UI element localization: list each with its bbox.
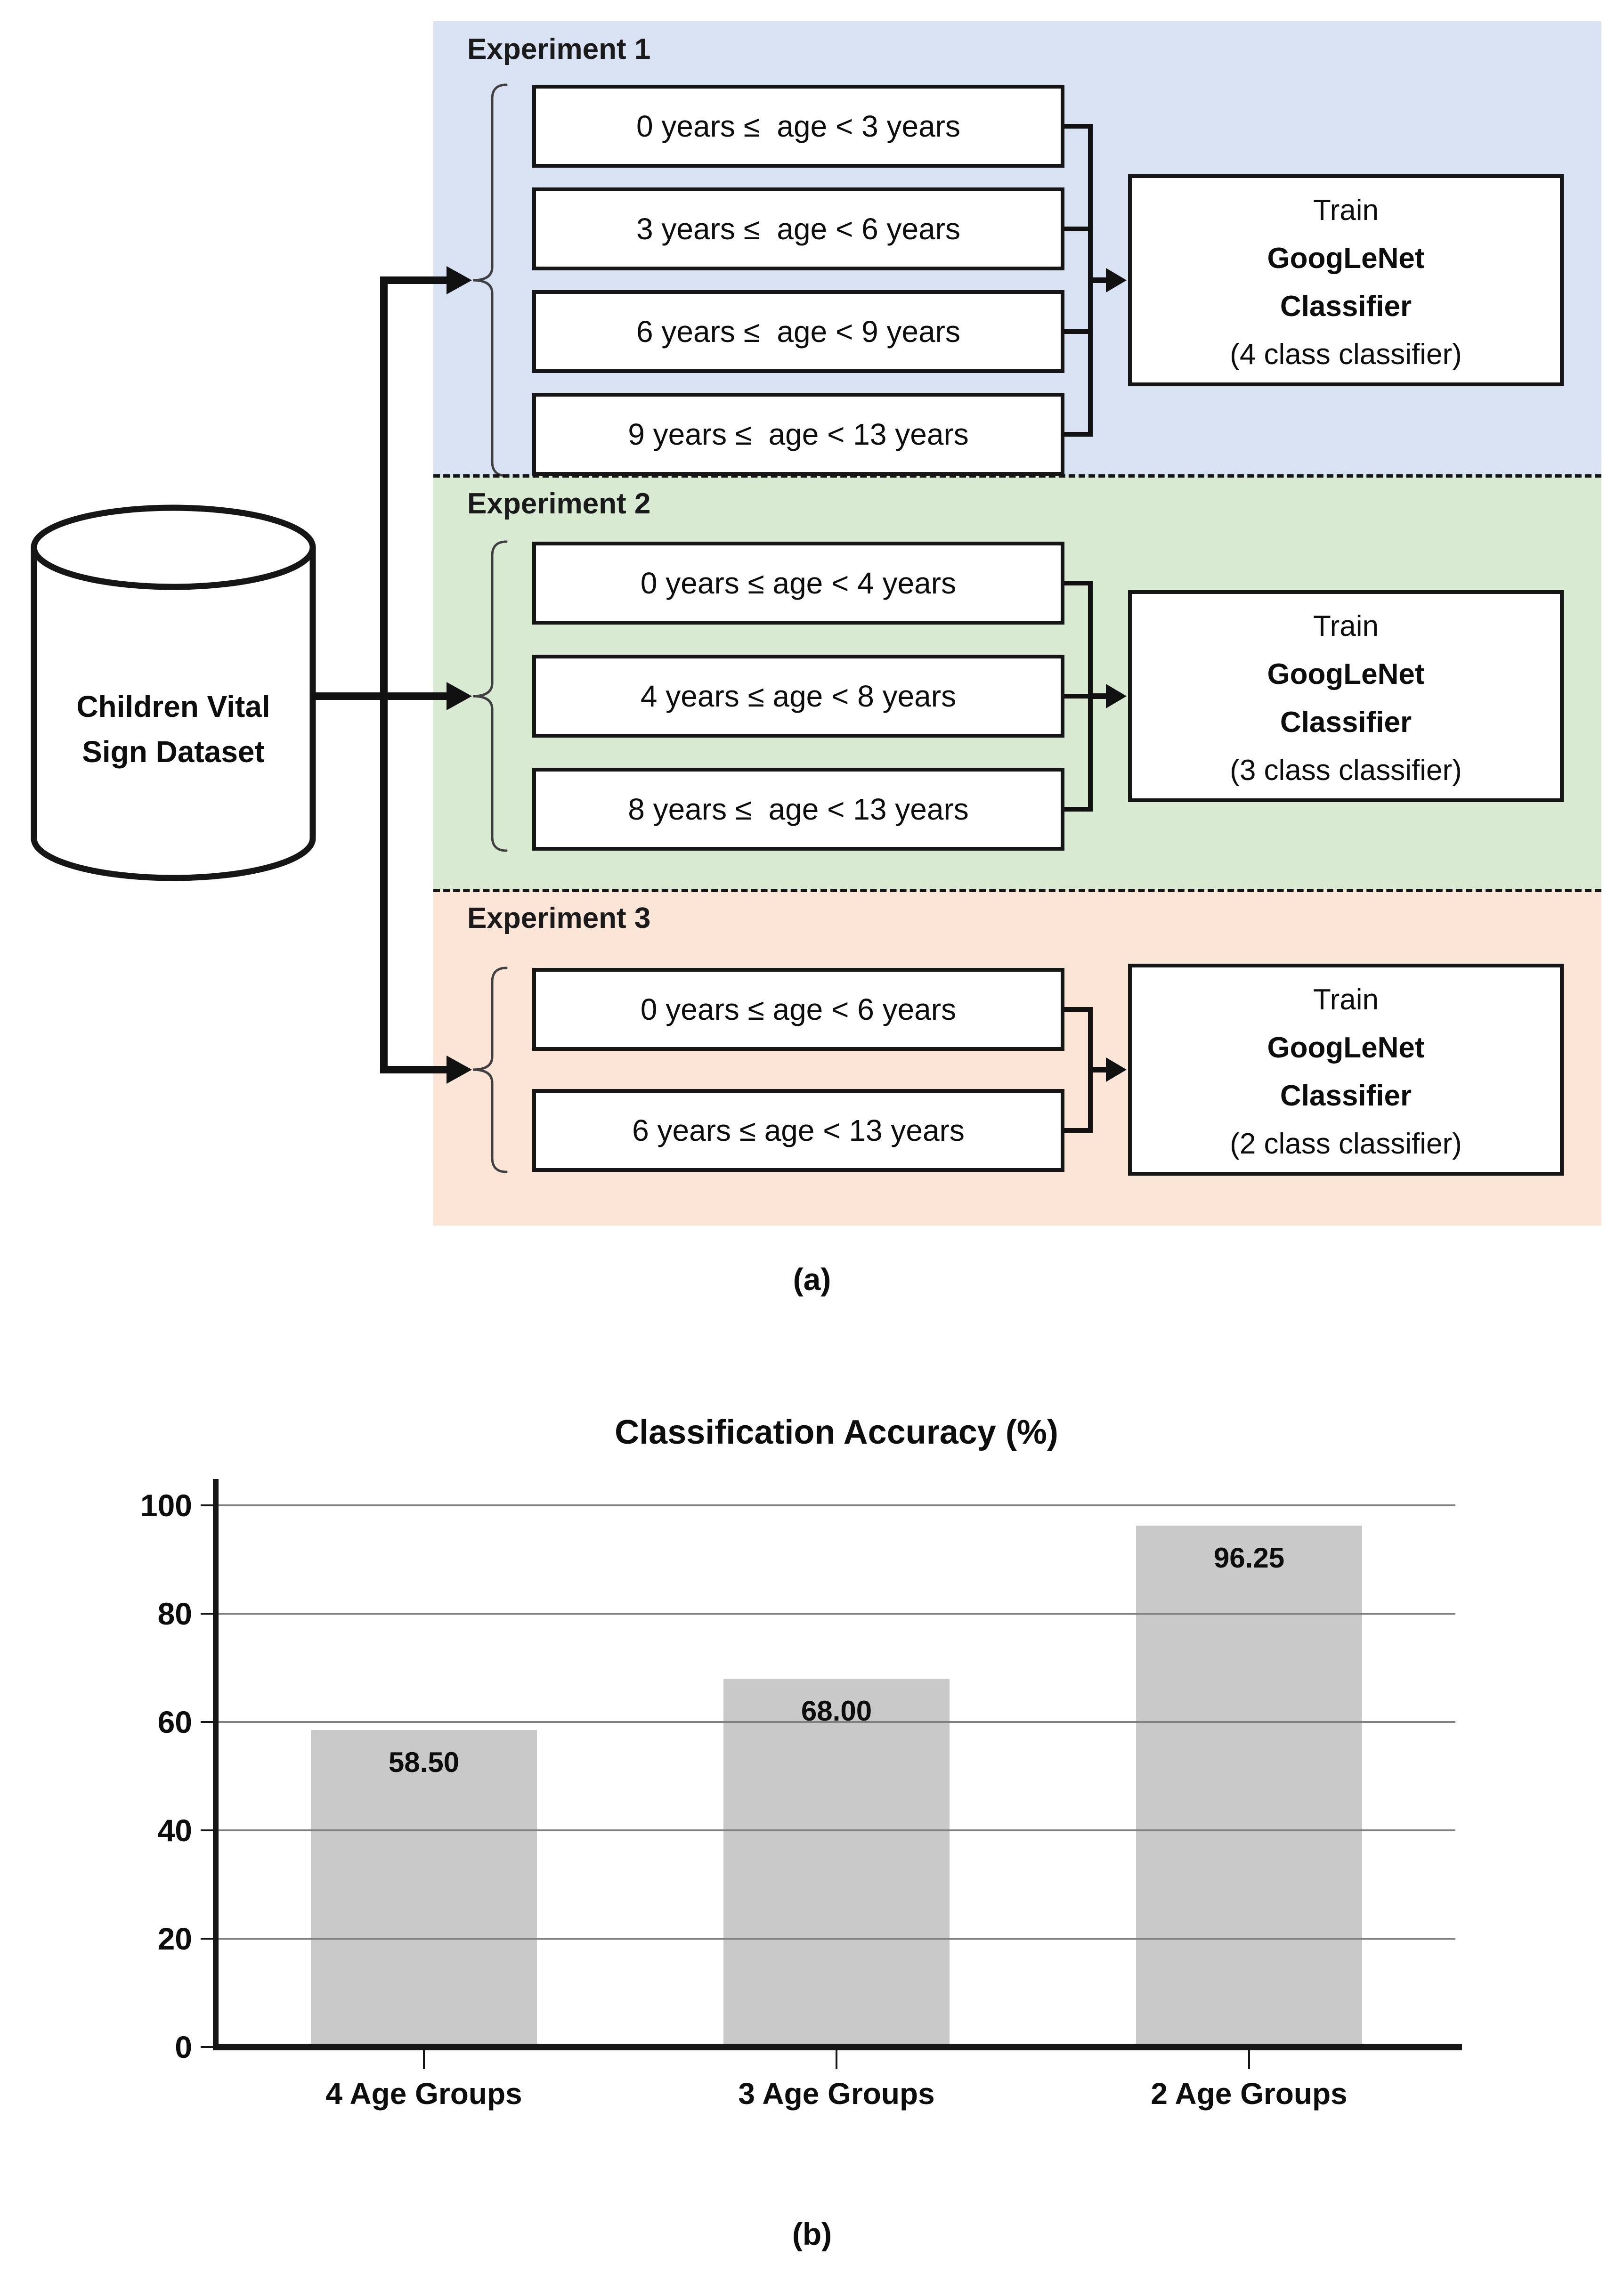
classifier-line: Classifier — [1280, 1080, 1412, 1112]
x-tick — [836, 2050, 837, 2069]
curly-brace-icon — [472, 967, 508, 1173]
classifier-line: Train — [1313, 983, 1379, 1016]
classifier-line: (2 class classifier) — [1230, 1128, 1462, 1160]
x-tick — [1248, 2050, 1250, 2069]
age-group-box: 4 years ≤ age < 8 years — [532, 655, 1064, 738]
y-tick-label: 40 — [157, 1813, 192, 1848]
bar — [311, 1730, 537, 2047]
age-group-box: 6 years ≤ age < 13 years — [532, 1089, 1064, 1172]
x-axis-label: 2 Age Groups — [1151, 2077, 1348, 2111]
experiment-1-title: Experiment 1 — [467, 33, 651, 65]
bar-value-label: 58.50 — [388, 1747, 460, 1779]
chart-title: Classification Accuracy (%) — [615, 1414, 1058, 1451]
x-axis-line — [213, 2044, 1462, 2050]
y-gridline — [218, 1504, 1455, 1506]
age-group-box: 8 years ≤ age < 13 years — [532, 768, 1064, 851]
arrowhead-icon — [1106, 684, 1127, 708]
classifier-line: (4 class classifier) — [1230, 338, 1462, 371]
arrowhead-icon — [1106, 268, 1127, 292]
y-tick-label: 20 — [157, 1921, 192, 1956]
classifier-line: GoogLeNet — [1267, 658, 1425, 691]
classifier-line: Classifier — [1280, 290, 1412, 323]
y-gridline — [218, 1938, 1455, 1940]
x-axis-label: 4 Age Groups — [325, 2077, 522, 2111]
classifier-line: Classifier — [1280, 706, 1412, 739]
x-tick — [423, 2050, 425, 2069]
y-tick — [201, 1721, 218, 1723]
age-group-box: 0 years ≤ age < 6 years — [532, 968, 1064, 1051]
y-tick — [201, 1504, 218, 1506]
y-tick — [201, 1938, 218, 1940]
experiment-2-title: Experiment 2 — [467, 487, 651, 520]
arrowhead-icon — [447, 266, 472, 294]
y-tick — [201, 1829, 218, 1831]
y-tick-label: 60 — [157, 1705, 192, 1739]
caption-a: (a) — [793, 1262, 831, 1297]
classifier-line: GoogLeNet — [1267, 1032, 1425, 1064]
y-tick — [201, 1613, 218, 1615]
age-group-box: 9 years ≤ age < 13 years — [532, 393, 1064, 476]
age-group-box: 0 years ≤ age < 3 years — [532, 85, 1064, 168]
classifier-line: Train — [1313, 610, 1379, 642]
database-cylinder-icon — [31, 504, 316, 881]
y-tick — [201, 2046, 218, 2048]
y-gridline — [218, 1721, 1455, 1723]
age-group-box: 3 years ≤ age < 6 years — [532, 187, 1064, 270]
dataset-label: Children Vital Sign Dataset — [76, 690, 270, 769]
classifier-line: Train — [1313, 194, 1379, 227]
y-tick-label: 80 — [157, 1596, 192, 1631]
x-axis-label: 3 Age Groups — [738, 2077, 935, 2111]
age-group-box: 6 years ≤ age < 9 years — [532, 290, 1064, 373]
y-gridline — [218, 1613, 1455, 1615]
classifier-line: (3 class classifier) — [1230, 754, 1462, 787]
arrowhead-icon — [447, 1056, 472, 1084]
bar — [723, 1679, 950, 2047]
y-tick-label: 100 — [140, 1488, 192, 1523]
arrowhead-icon — [447, 682, 472, 710]
age-group-box: 0 years ≤ age < 4 years — [532, 542, 1064, 625]
section-divider — [433, 474, 1601, 478]
classifier-line: GoogLeNet — [1267, 242, 1425, 275]
arrowhead-icon — [1106, 1057, 1127, 1082]
bar-value-label: 68.00 — [801, 1695, 872, 1727]
section-divider — [433, 889, 1601, 892]
classifier-box: Train GoogLeNet Classifier (4 class clas… — [1128, 174, 1564, 386]
caption-b: (b) — [792, 2217, 832, 2251]
experiment-3-title: Experiment 3 — [467, 902, 651, 934]
bar-value-label: 96.25 — [1213, 1542, 1285, 1574]
y-axis-line — [213, 1479, 219, 2047]
flow-connectors — [31, 83, 1127, 1173]
y-gridline — [218, 1829, 1455, 1831]
classifier-box: Train GoogLeNet Classifier (3 class clas… — [1128, 590, 1564, 802]
curly-brace-icon — [472, 83, 508, 477]
bar — [1136, 1526, 1362, 2047]
y-tick-label: 0 — [175, 2030, 192, 2064]
curly-brace-icon — [472, 540, 508, 852]
classifier-box: Train GoogLeNet Classifier (2 class clas… — [1128, 964, 1564, 1176]
